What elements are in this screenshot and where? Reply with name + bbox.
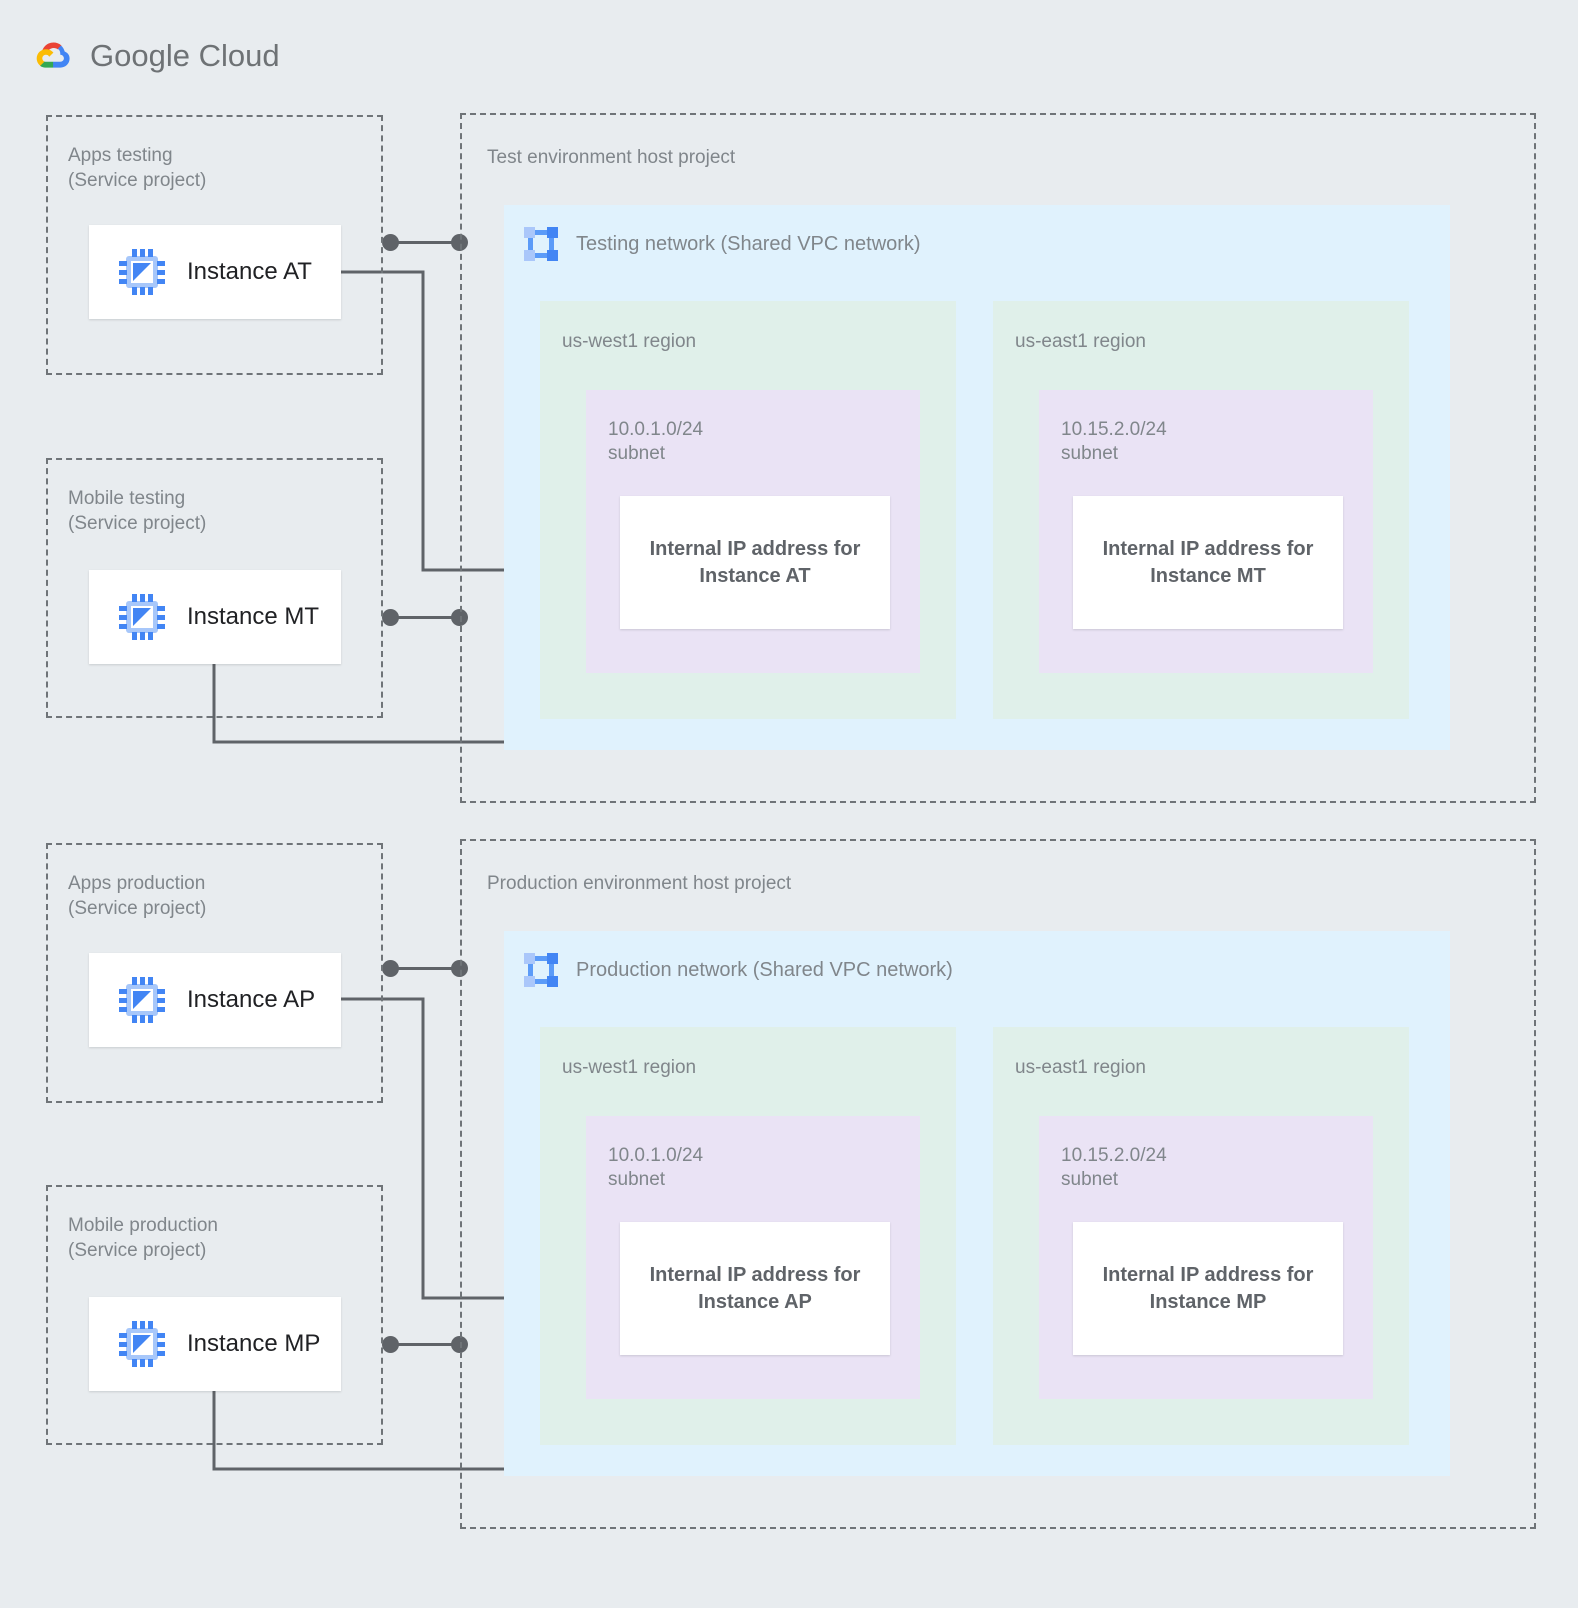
subnet-prod-us-west1: 10.0.1.0/24 subnet Internal IP address f… xyxy=(586,1116,920,1399)
instance-card-ap[interactable]: Instance AP xyxy=(89,953,341,1047)
region-title: us-east1 region xyxy=(1015,331,1146,352)
subnet-prod-us-east1: 10.15.2.0/24 subnet Internal IP address … xyxy=(1039,1116,1373,1399)
instance-card-mt[interactable]: Instance MT xyxy=(89,570,341,664)
service-project-title: Apps production (Service project) xyxy=(68,873,207,919)
subnet-test-us-west1: 10.0.1.0/24 subnet Internal IP address f… xyxy=(586,390,920,673)
region-title: us-east1 region xyxy=(1015,1057,1146,1078)
ip-address-box-at: Internal IP address for Instance AT xyxy=(620,496,890,629)
region-test-us-west1: us-west1 region 10.0.1.0/24 subnet Inter… xyxy=(540,301,956,719)
service-project-apps-testing: Apps testing (Service project) xyxy=(46,115,383,375)
brand-name-cloud: Cloud xyxy=(198,38,280,73)
google-cloud-brand: Google Cloud xyxy=(30,33,280,79)
ip-address-box-mt: Internal IP address for Instance MT xyxy=(1073,496,1343,629)
network-title: Production network (Shared VPC network) xyxy=(576,958,953,981)
instance-label: Instance MP xyxy=(187,1330,321,1357)
instance-card-mp[interactable]: Instance MP xyxy=(89,1297,341,1391)
network-title: Testing network (Shared VPC network) xyxy=(576,232,921,255)
vpc-network-icon xyxy=(522,951,560,989)
compute-instance-icon xyxy=(119,249,165,295)
service-project-title: Mobile testing (Service project) xyxy=(68,488,207,534)
region-prod-us-east1: us-east1 region 10.15.2.0/24 subnet Inte… xyxy=(993,1027,1409,1445)
brand-name: Google Cloud xyxy=(90,38,280,74)
instance-label: Instance MT xyxy=(187,603,320,630)
vpc-network-icon xyxy=(522,225,560,263)
ip-address-box-mp: Internal IP address for Instance MP xyxy=(1073,1222,1343,1355)
region-title: us-west1 region xyxy=(562,1057,697,1078)
host-project-title: Test environment host project xyxy=(487,147,736,168)
ip-address-label: Internal IP address for Instance MT xyxy=(1102,537,1314,587)
service-project-apps-production: Apps production (Service project) xyxy=(46,843,383,1103)
instance-label: Instance AP xyxy=(187,986,316,1013)
ip-address-label: Internal IP address for Instance MP xyxy=(1102,1263,1314,1313)
service-project-mobile-testing: Mobile testing (Service project) xyxy=(46,458,383,718)
host-project-production-environment: Production environment host project xyxy=(460,839,1536,1529)
subnet-title: 10.15.2.0/24 subnet xyxy=(1061,1145,1167,1190)
subnet-title: 10.15.2.0/24 subnet xyxy=(1061,419,1167,464)
subnet-title: 10.0.1.0/24 subnet xyxy=(608,1145,704,1190)
compute-instance-icon xyxy=(119,594,165,640)
instance-card-at[interactable]: Instance AT xyxy=(89,225,341,319)
service-project-title: Apps testing (Service project) xyxy=(68,145,207,191)
host-project-title: Production environment host project xyxy=(487,873,792,894)
host-project-test-environment: Test environment host project xyxy=(460,113,1536,803)
region-test-us-east1: us-east1 region 10.15.2.0/24 subnet Inte… xyxy=(993,301,1409,719)
service-project-mobile-production: Mobile production (Service project) xyxy=(46,1185,383,1445)
subnet-title: 10.0.1.0/24 subnet xyxy=(608,419,704,464)
ip-address-label: Internal IP address for Instance AP xyxy=(649,1263,861,1313)
subnet-test-us-east1: 10.15.2.0/24 subnet Internal IP address … xyxy=(1039,390,1373,673)
network-testing: Testing network (Shared VPC network) us-… xyxy=(504,205,1450,750)
ip-address-box-ap: Internal IP address for Instance AP xyxy=(620,1222,890,1355)
compute-instance-icon xyxy=(119,977,165,1023)
region-title: us-west1 region xyxy=(562,331,697,352)
service-project-title: Mobile production (Service project) xyxy=(68,1215,218,1261)
brand-name-google: Google xyxy=(90,38,190,73)
instance-label: Instance AT xyxy=(187,258,312,285)
network-production: Production network (Shared VPC network) … xyxy=(504,931,1450,1476)
google-cloud-logo-icon xyxy=(30,33,76,79)
compute-instance-icon xyxy=(119,1321,165,1367)
region-prod-us-west1: us-west1 region 10.0.1.0/24 subnet Inter… xyxy=(540,1027,956,1445)
ip-address-label: Internal IP address for Instance AT xyxy=(649,537,861,587)
